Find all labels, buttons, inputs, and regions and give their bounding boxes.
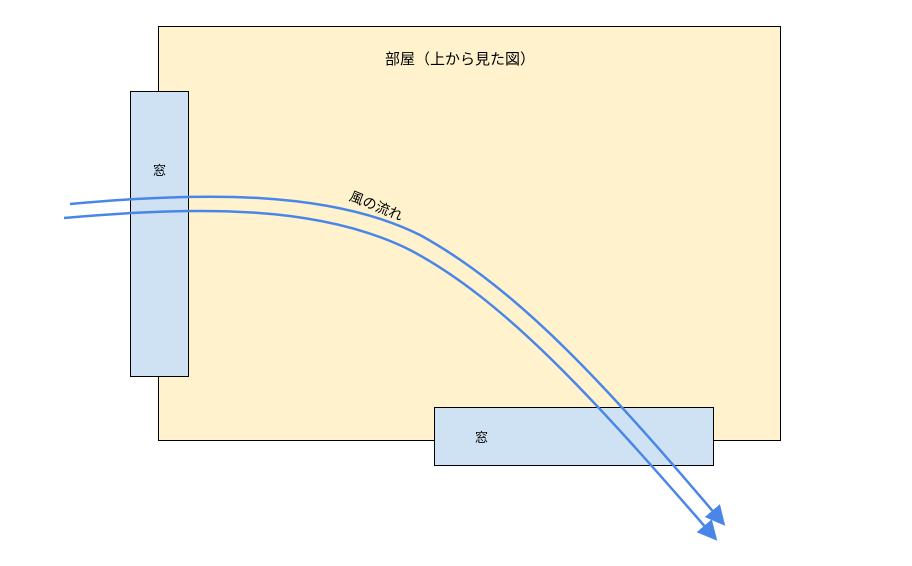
window-left: 窓 xyxy=(130,91,189,377)
window-bottom-label: 窓 xyxy=(475,431,489,446)
room xyxy=(158,26,781,441)
window-left-label: 窓 xyxy=(152,164,166,179)
wind-arrow-upper xyxy=(69,195,726,526)
wind-arrow-lower xyxy=(63,209,718,541)
room-title: 部屋（上から見た図） xyxy=(384,50,535,68)
window-bottom: 窓 xyxy=(434,407,714,466)
